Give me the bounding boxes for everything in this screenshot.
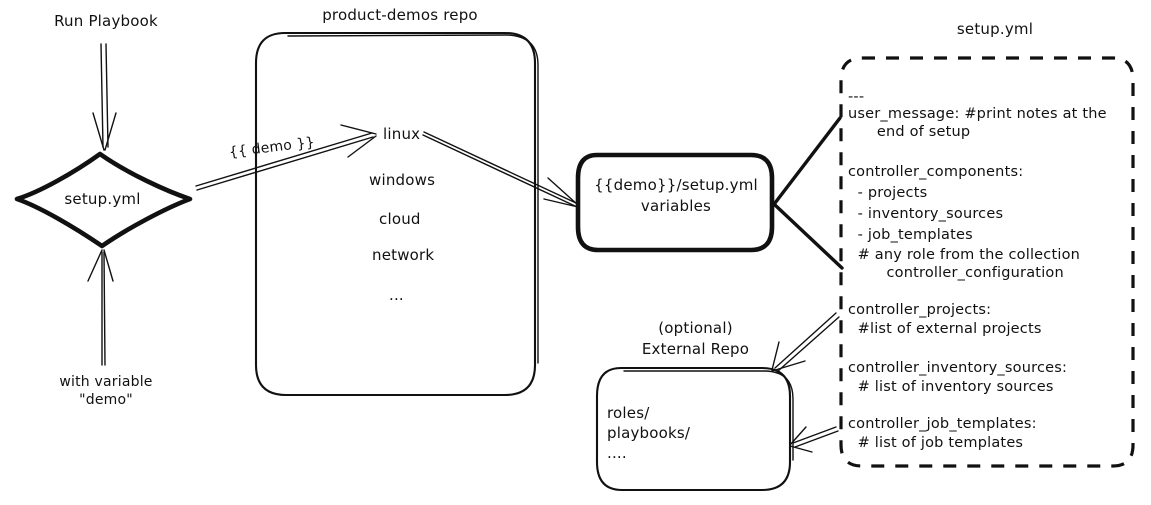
external-repo-title-line2: External Repo [641, 340, 750, 358]
setup-yml-line-4: controller_components: [848, 164, 1024, 180]
external-repo-item-ellipsis: .... [607, 444, 627, 462]
setup-yml-line-17: controller_job_templates: [848, 416, 1037, 432]
start-node-label: setup.yml [64, 190, 141, 208]
setup-yml-line-12: #list of external projects [848, 321, 1042, 337]
label-with-variable-line1: with variable [59, 374, 153, 390]
variables-node-line2: variables [640, 197, 712, 215]
external-repo-title-line1: (optional) [658, 319, 733, 337]
diamond-shape-icon [14, 151, 193, 249]
setup-yml-line-1: user_message: #print notes at the [848, 106, 1107, 122]
setup-yml-line-14: controller_inventory_sources: [848, 360, 1068, 376]
repo-box-title: product-demos repo [322, 6, 478, 24]
external-repo-item-playbooks[interactable]: playbooks/ [607, 424, 691, 442]
repo-item-network[interactable]: network [372, 246, 435, 264]
setup-yml-line-9: controller_configuration [848, 265, 1064, 281]
setup-yml-line-18: # list of job templates [848, 435, 1024, 451]
variables-node-outline [575, 152, 775, 253]
setup-yml-dashed-box [839, 56, 1135, 468]
arrow-demo-to-linux [195, 124, 377, 191]
label-run-playbook: Run Playbook [54, 12, 158, 30]
setup-yml-line-7: - job_templates [848, 227, 973, 243]
variables-node-line1: {{demo}}/setup.yml [594, 176, 758, 194]
setup-yml-line-5: - projects [848, 185, 928, 201]
repo-item-cloud[interactable]: cloud [379, 210, 421, 228]
external-repo-box-outline [595, 366, 794, 492]
setup-yml-line-2: end of setup [848, 124, 971, 140]
setup-yml-line-8: # any role from the collection [848, 247, 1081, 263]
repo-item-linux[interactable]: linux [383, 125, 421, 143]
setup-yml-line-6: - inventory_sources [848, 206, 1004, 222]
arrow-job-templates-to-external-repo [789, 426, 839, 453]
arrow-run-playbook [92, 43, 117, 151]
setup-yml-box-title: setup.yml [956, 20, 1034, 38]
external-repo-item-roles[interactable]: roles/ [607, 404, 650, 422]
setup-yml-line-0: --- [848, 89, 865, 105]
label-with-variable-line2: "demo" [79, 392, 133, 408]
repo-box-outline [254, 31, 539, 397]
arrow-linux-to-variables [422, 131, 579, 208]
arrow-with-variable [87, 249, 114, 366]
connector-variables-to-setupyml [773, 116, 844, 270]
setup-yml-line-15: # list of inventory sources [848, 379, 1054, 395]
repo-item-windows[interactable]: windows [369, 171, 436, 189]
repo-item-ellipsis: ... [389, 286, 404, 304]
arrow-projects-to-external-repo [771, 312, 840, 372]
setup-yml-line-11: controller_projects: [848, 302, 992, 318]
